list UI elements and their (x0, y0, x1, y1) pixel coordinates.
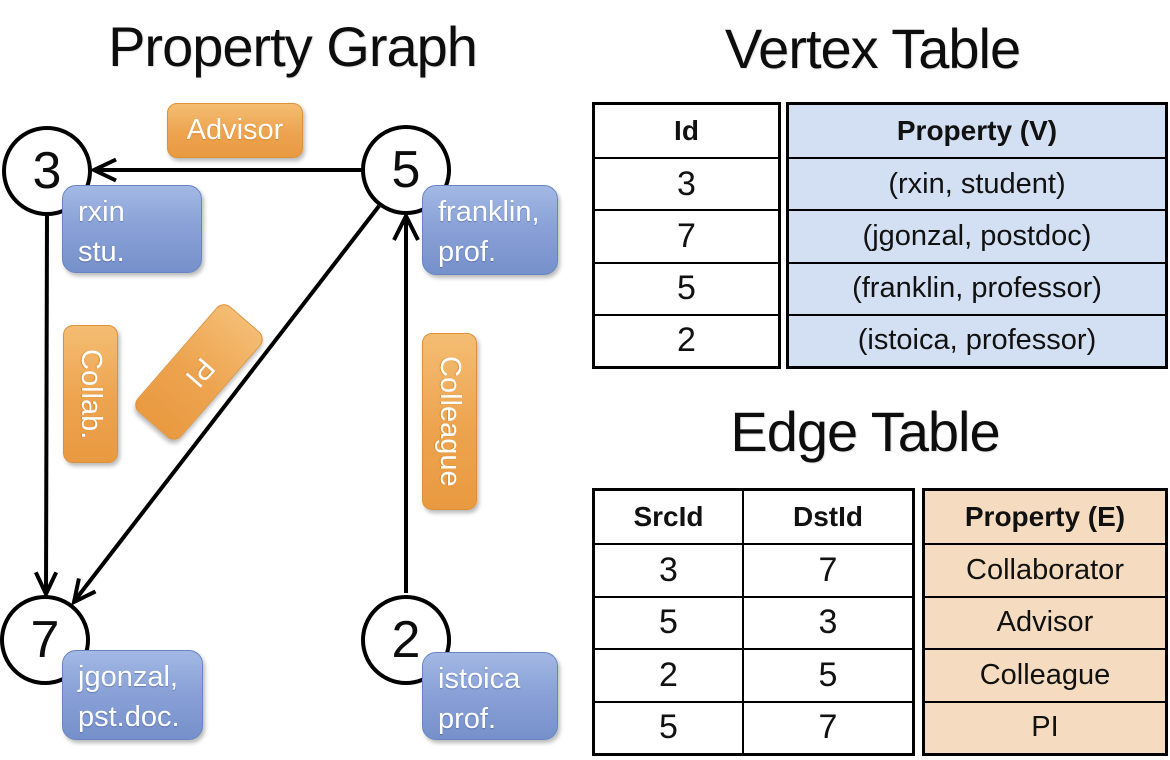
vertex-property-line: prof. (438, 236, 497, 268)
vertex-property-line: pst.doc. (78, 701, 180, 733)
vertex-property-line: rxin (78, 196, 125, 228)
edge-3-7-arrowhead (33, 571, 59, 599)
vertex-table-title: Vertex Table (724, 17, 1021, 80)
edge-table-src-dst-columns: SrcId DstId 3 7 5 3 2 5 5 7 (592, 488, 915, 756)
graph-node-3: 3 (2, 126, 92, 216)
edge-table-dst-cell: 5 (742, 648, 912, 701)
vertex-table-header-id: Id (674, 115, 699, 146)
edge-5-3-arrowhead (89, 157, 117, 183)
vertex-table-id-cell: 5 (595, 261, 778, 314)
edge-5-7-arrowhead (71, 578, 97, 606)
edge-table-property-cell: Collaborator (925, 543, 1165, 595)
vertex-property-line: istoica (438, 663, 521, 695)
edge-3-to-7 (33, 215, 59, 599)
edge-label-pi: PI (131, 300, 267, 444)
vertex-property-box-jgonzal: jgonzal, pst.doc. (62, 650, 203, 740)
edge-2-5-arrowhead (392, 211, 420, 241)
node-7-id: 7 (30, 611, 60, 669)
edge-table-property-cell: Advisor (925, 595, 1165, 648)
vertex-table-id-cell: 2 (595, 313, 778, 366)
vertex-property-line: stu. (78, 236, 125, 268)
vertex-table-property-column: Property (V) (rxin, student) (jgonzal, p… (786, 102, 1168, 369)
node-3-id: 3 (32, 142, 62, 200)
edge-table-header-property: Property (E) (964, 501, 1126, 533)
vertex-property-box-franklin: franklin, prof. (422, 185, 558, 275)
vertex-table-id-cell: 7 (595, 209, 778, 261)
edge-label-advisor: Advisor (167, 103, 303, 158)
vertex-property-line: prof. (438, 703, 497, 735)
edge-table-title: Edge Table (730, 400, 1000, 463)
edge-table-property-column: Property (E) Collaborator Advisor Collea… (922, 488, 1168, 756)
vertex-table-property-cell: (jgonzal, postdoc) (789, 209, 1165, 261)
edge-table-header-dstid: DstId (742, 491, 912, 544)
vertex-property-box-rxin: rxin stu. (62, 185, 202, 273)
edge-3-7-line (44, 215, 49, 591)
property-graph-title: Property Graph (108, 15, 478, 78)
edge-table-property-cell: Colleague (925, 648, 1165, 700)
vertex-property-box-istoica: istoica prof. (422, 652, 558, 740)
vertex-table-property-cell: (istoica, professor) (789, 313, 1165, 366)
edge-table-src-cell: 5 (595, 595, 742, 648)
edge-table-dst-cell: 7 (742, 543, 912, 596)
edge-table-src-cell: 5 (595, 700, 742, 753)
vertex-table-header-property: Property (V) (896, 115, 1058, 146)
vertex-table-id-cell: 3 (595, 157, 778, 209)
vertex-property-line: jgonzal, (78, 661, 178, 693)
edge-label-collab: Collab. (63, 325, 118, 463)
vertex-table-id-column: Id 3 7 5 2 (592, 102, 781, 369)
edge-table-property-cell: PI (925, 700, 1165, 753)
edge-label-colleague: Colleague (422, 333, 477, 510)
edge-table-dst-cell: 3 (742, 595, 912, 649)
node-2-id: 2 (391, 611, 421, 669)
edge-table-src-cell: 3 (595, 543, 742, 595)
edge-5-to-3 (89, 157, 362, 183)
edge-table-dst-cell: 7 (742, 700, 912, 753)
node-5-id: 5 (391, 141, 421, 199)
edge-table-header-srcid: SrcId (633, 501, 704, 533)
vertex-table-property-cell: (rxin, student) (789, 157, 1165, 209)
vertex-table-property-cell: (franklin, professor) (789, 261, 1165, 314)
vertex-property-line: franklin, (438, 196, 540, 228)
edge-2-to-5 (392, 211, 420, 593)
edge-table-src-cell: 2 (595, 648, 742, 700)
